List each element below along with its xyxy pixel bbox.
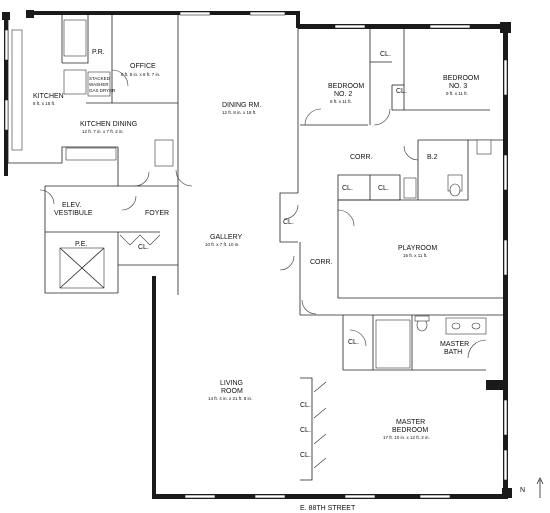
living-label-2: ROOM bbox=[221, 388, 243, 395]
gallery-label: GALLERY bbox=[210, 234, 242, 241]
kitchen-label: KITCHEN bbox=[33, 93, 64, 100]
closet-label: CL. bbox=[378, 185, 389, 192]
closet-label: CL. bbox=[283, 219, 294, 226]
bedroom3-label-2: NO. 3 bbox=[449, 83, 467, 90]
playroom-label: PLAYROOM bbox=[398, 245, 437, 252]
washer-line3: GAS DRYER bbox=[89, 88, 116, 93]
washer-line1: STACKED bbox=[89, 76, 111, 81]
elev-label-1: ELEV. bbox=[62, 202, 81, 209]
bedroom2-label-2: NO. 2 bbox=[334, 91, 352, 98]
room-labels: P.R. OFFICE 8 ft. 8 in. x 8 ft. 7 in. ST… bbox=[33, 49, 479, 440]
closet-label: CL. bbox=[300, 402, 311, 409]
closet-label: CL. bbox=[396, 88, 407, 95]
living-size: 14 ft. 4 in. x 21 ft. 8 in. bbox=[208, 396, 252, 401]
closet-label: CL. bbox=[380, 51, 391, 58]
north-arrow: N bbox=[520, 477, 544, 498]
bedroom3-label-1: BEDROOM bbox=[443, 75, 479, 82]
dining-size: 12 ft. 8 in. x 18 ft. bbox=[222, 110, 257, 115]
master-bedroom-label-1: MASTER bbox=[396, 419, 425, 426]
office-label: OFFICE bbox=[130, 63, 156, 70]
closet-label: CL. bbox=[342, 185, 353, 192]
washer-line2: WASHER bbox=[89, 82, 109, 87]
bedroom3-size: 9 ft. x 11 ft. bbox=[446, 91, 468, 96]
gallery-size: 10 ft. x 7 ft. 10 in. bbox=[205, 242, 240, 247]
closet-label: CL. bbox=[300, 452, 311, 459]
kitchen-dining-size: 12 ft. 7 in. x 7 ft. 2 in. bbox=[82, 129, 124, 134]
closet-label: CL. bbox=[348, 339, 359, 346]
fixtures bbox=[11, 19, 492, 369]
closet-label: CL. bbox=[300, 427, 311, 434]
closet-label: CL. bbox=[138, 244, 149, 251]
foyer-label: FOYER bbox=[145, 210, 169, 217]
corr-lower-label: CORR. bbox=[310, 259, 333, 266]
corr-upper-label: CORR. bbox=[350, 154, 373, 161]
pr-label: P.R. bbox=[92, 49, 105, 56]
kitchen-size: 8 ft. x 15 ft. bbox=[33, 101, 55, 106]
interior-walls bbox=[7, 15, 503, 481]
master-bedroom-size: 17 ft. 10 in. x 12 ft. 2 in. bbox=[383, 435, 430, 440]
playroom-size: 16 ft. x 11 ft. bbox=[403, 253, 427, 258]
doors bbox=[39, 69, 487, 469]
master-bath-label-2: BATH bbox=[444, 349, 462, 356]
master-bedroom-label-2: BEDROOM bbox=[392, 427, 428, 434]
street-label: E. 88TH STREET bbox=[300, 505, 356, 512]
bedroom2-label-1: BEDROOM bbox=[328, 83, 364, 90]
kitchen-dining-label: KITCHEN DINING bbox=[80, 121, 137, 128]
windows bbox=[4, 11, 508, 499]
north-label: N bbox=[520, 487, 525, 494]
bedroom2-size: 8 ft. x 11 ft. bbox=[330, 99, 352, 104]
b2-label: B.2 bbox=[427, 154, 438, 161]
elev-label-2: VESTIBULE bbox=[54, 210, 93, 217]
pe-label: P.E. bbox=[75, 241, 87, 248]
master-bath-label-1: MASTER bbox=[440, 341, 469, 348]
office-size: 8 ft. 8 in. x 8 ft. 7 in. bbox=[121, 72, 160, 77]
living-label-1: LIVING bbox=[220, 380, 243, 387]
dining-label: DINING RM. bbox=[222, 102, 261, 109]
closet-labels: CL. CL. CL. CL. CL. CL. CL. CL. CL. CL. bbox=[138, 51, 407, 459]
